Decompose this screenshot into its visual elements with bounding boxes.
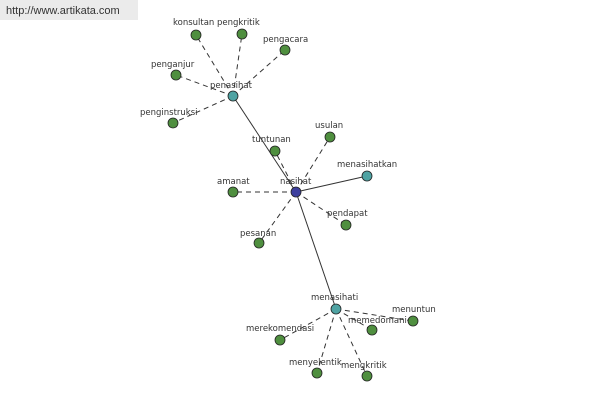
label-konsultan: konsultan bbox=[173, 18, 214, 28]
label-penginstruksi: penginstruksi bbox=[140, 108, 198, 118]
node-menuntun[interactable] bbox=[407, 315, 419, 327]
label-mengkritik: mengkritik bbox=[341, 361, 387, 371]
edge-nasihat-menasihatkan bbox=[295, 175, 368, 193]
label-memedomani: memedomani bbox=[348, 316, 407, 326]
node-mengkritik[interactable] bbox=[361, 370, 373, 382]
label-pesanan: pesanan bbox=[240, 229, 276, 239]
node-menasihati[interactable] bbox=[330, 303, 342, 315]
watermark-url: http://www.artikata.com bbox=[0, 0, 138, 20]
label-amanat: amanat bbox=[217, 177, 250, 187]
label-menuntun: menuntun bbox=[392, 305, 436, 315]
node-menyelentik[interactable] bbox=[311, 367, 323, 379]
label-pengkritik: pengkritik bbox=[217, 18, 260, 28]
node-pengacara[interactable] bbox=[279, 44, 291, 56]
edge-menasihati-menyelentik bbox=[316, 308, 337, 374]
label-pengacara: pengacara bbox=[263, 35, 308, 45]
edge-menasihati-memedomani bbox=[335, 308, 373, 331]
node-amanat[interactable] bbox=[227, 186, 239, 198]
label-penganjur: penganjur bbox=[151, 60, 195, 70]
label-penasihat: penasihat bbox=[210, 81, 253, 91]
label-tuntunan: tuntunan bbox=[252, 135, 291, 145]
edge-penasihat-konsultan bbox=[195, 34, 234, 97]
edge-penasihat-penganjur bbox=[175, 74, 234, 97]
node-merekomendasi[interactable] bbox=[274, 334, 286, 346]
label-menasihati: menasihati bbox=[311, 293, 358, 303]
edge-menasihati-mengkritik bbox=[335, 308, 368, 377]
node-penganjur[interactable] bbox=[170, 69, 182, 81]
edge-nasihat-pesanan bbox=[258, 191, 297, 244]
label-menyelentik: menyelentik bbox=[289, 358, 342, 368]
edge-menasihati-menuntun bbox=[335, 308, 414, 322]
label-usulan: usulan bbox=[315, 121, 343, 131]
edge-penasihat-pengacara bbox=[232, 49, 286, 97]
label-nasihat: nasihat bbox=[280, 177, 312, 187]
label-merekomendasi: merekomendasi bbox=[246, 324, 314, 334]
node-pesanan[interactable] bbox=[253, 237, 265, 249]
node-konsultan[interactable] bbox=[190, 29, 202, 41]
node-tuntunan[interactable] bbox=[269, 145, 281, 157]
node-usulan[interactable] bbox=[324, 131, 336, 143]
node-nasihat[interactable] bbox=[290, 186, 302, 198]
edge-nasihat-tuntunan bbox=[274, 150, 297, 193]
edge-penasihat-penginstruksi bbox=[172, 95, 234, 124]
edge-menasihati-merekomendasi bbox=[279, 308, 337, 341]
node-memedomani[interactable] bbox=[366, 324, 378, 336]
edge-penasihat-pengkritik bbox=[232, 33, 243, 97]
node-pengkritik[interactable] bbox=[236, 28, 248, 40]
edge-nasihat-penasihat bbox=[232, 95, 297, 193]
edge-nasihat-usulan bbox=[295, 136, 331, 193]
node-menasihatkan[interactable] bbox=[361, 170, 373, 182]
edge-nasihat-menasihati bbox=[295, 191, 337, 310]
node-penasihat[interactable] bbox=[227, 90, 239, 102]
node-penginstruksi[interactable] bbox=[167, 117, 179, 129]
node-pendapat[interactable] bbox=[340, 219, 352, 231]
edge-nasihat-pendapat bbox=[295, 191, 347, 226]
label-menasihatkan: menasihatkan bbox=[337, 160, 397, 170]
label-pendapat: pendapat bbox=[327, 209, 368, 219]
